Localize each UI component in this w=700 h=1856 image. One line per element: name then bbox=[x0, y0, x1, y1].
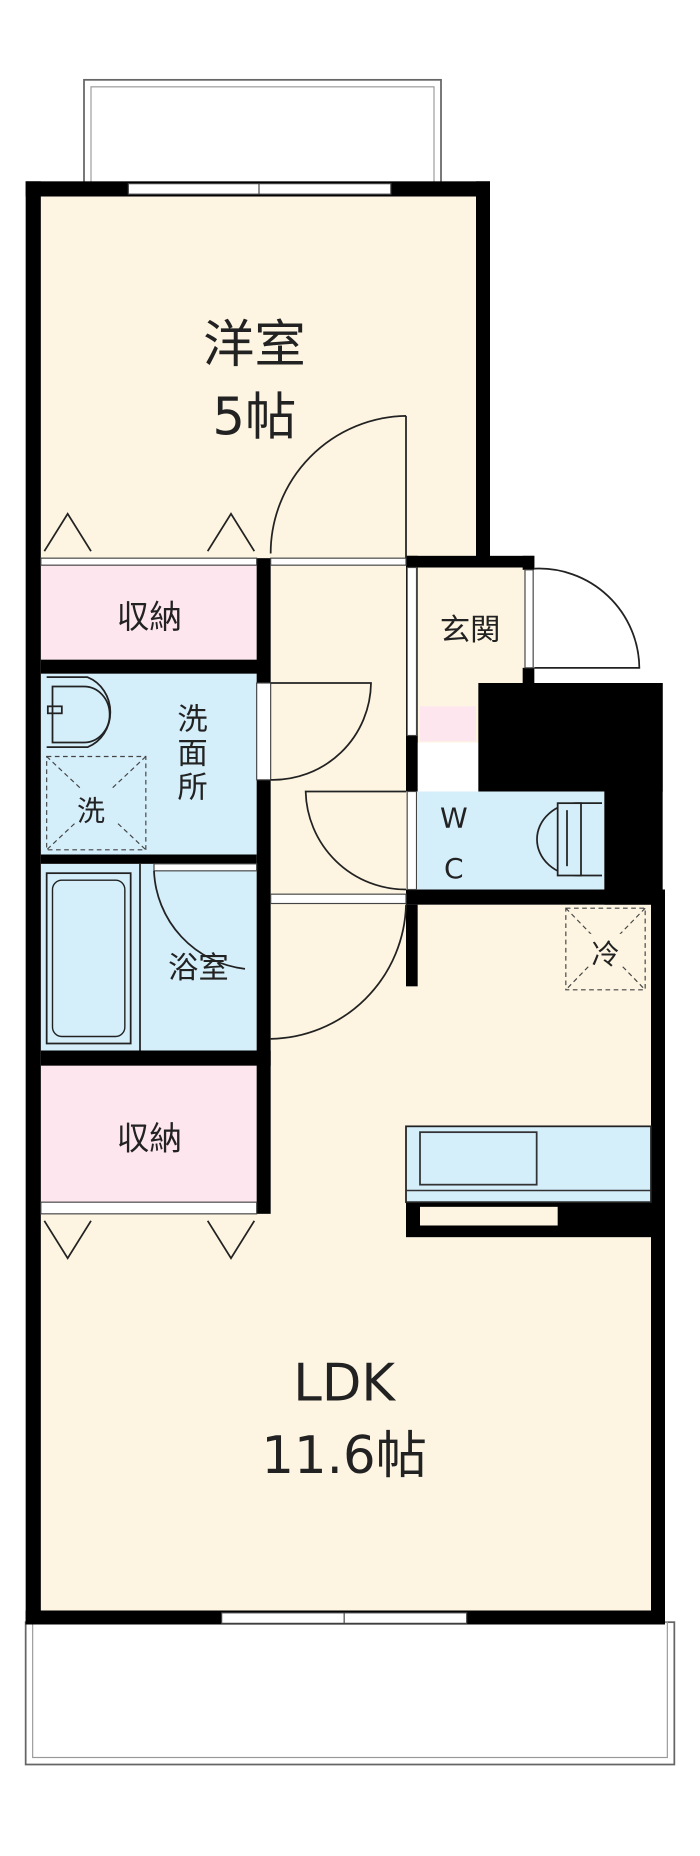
balcony-bottom bbox=[24, 1621, 676, 1766]
ldk-floor-left bbox=[40, 1213, 275, 1611]
balcony-top bbox=[83, 78, 442, 186]
kitchen-counter bbox=[405, 1125, 652, 1226]
storage-upper-label: 収納 bbox=[117, 598, 182, 636]
washer-label: 洗 bbox=[77, 795, 105, 828]
entrance-label: 玄関 bbox=[440, 613, 501, 648]
ldk-size: 11.6帖 bbox=[261, 1426, 427, 1486]
window-bottom bbox=[221, 1612, 468, 1624]
toilet-icon bbox=[536, 802, 602, 877]
bathroom-label: 浴室 bbox=[168, 951, 229, 986]
washbasin-icon bbox=[46, 676, 112, 749]
storage-lower-floor bbox=[40, 1065, 257, 1203]
washroom-label-2: 面 bbox=[177, 737, 207, 772]
ldk-name: LDK bbox=[293, 1354, 396, 1414]
entrance-shoebox bbox=[420, 706, 476, 742]
bathtub-inner bbox=[51, 879, 126, 1038]
washroom-label-3: 所 bbox=[177, 770, 207, 805]
doors bbox=[43, 414, 641, 1260]
door-openings bbox=[40, 557, 534, 1215]
toilet-label-w: W bbox=[440, 802, 468, 835]
washer-bg bbox=[67, 788, 117, 823]
western-room-size: 5帖 bbox=[212, 388, 296, 448]
bathtub-icon bbox=[45, 872, 132, 1045]
ldk-floor bbox=[270, 904, 651, 1611]
washroom-label-1: 洗 bbox=[177, 703, 207, 738]
storage-lower-label: 収納 bbox=[117, 1120, 182, 1158]
window-top bbox=[127, 183, 392, 195]
hallway-floor bbox=[270, 558, 409, 909]
fridge-label: 冷 bbox=[591, 938, 619, 971]
western-room-name: 洋室 bbox=[203, 315, 306, 375]
washroom-floor bbox=[40, 673, 257, 855]
fridge-bg bbox=[585, 933, 626, 967]
western-room-floor bbox=[40, 196, 476, 561]
toilet-label-c: C bbox=[444, 852, 464, 885]
fridge-space bbox=[565, 907, 646, 991]
walls bbox=[25, 181, 665, 1625]
bathroom-floor bbox=[40, 863, 257, 1051]
storage-upper-floor bbox=[40, 565, 257, 660]
